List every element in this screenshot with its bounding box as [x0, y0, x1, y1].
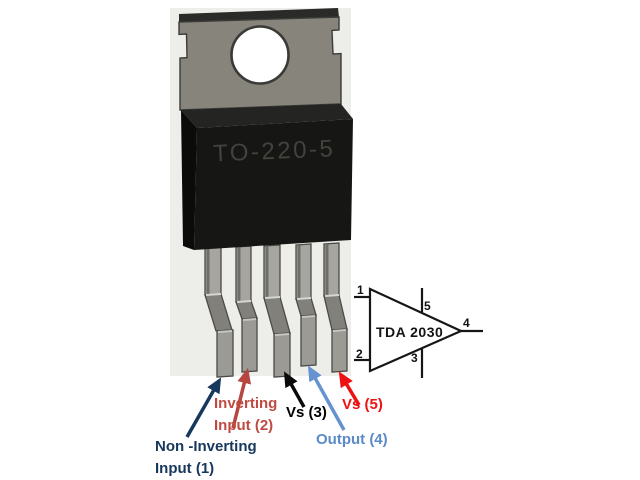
- label-pin3: Vs (3): [286, 404, 327, 421]
- label-pin5: Vs (5): [342, 396, 383, 413]
- opamp-triangle: [368, 287, 464, 373]
- opamp-symbol: [354, 287, 483, 378]
- mounting-hole: [230, 25, 290, 85]
- arrow-pin1: [185, 377, 222, 438]
- plastic-body: TO-220-5: [181, 104, 353, 250]
- opamp-pin5-number: 5: [424, 299, 431, 313]
- metal-tab: [178, 8, 342, 111]
- label-pin1-line2: Input (1): [155, 460, 215, 477]
- pin-5: [323, 242, 348, 373]
- callout-arrows: [185, 365, 361, 438]
- label-pin2-line2: Input (2): [214, 417, 274, 434]
- label-pin2-line1: Inverting: [214, 395, 278, 412]
- package-marking: TO-220-5: [213, 135, 336, 167]
- label-pin4: Output (4): [316, 431, 388, 448]
- arrow-pin4: [307, 365, 346, 431]
- pin-4: [295, 243, 317, 367]
- pin-1: [204, 245, 234, 378]
- opamp-device-name: TDA 2030: [376, 324, 443, 340]
- opamp-pin1-number: 1: [357, 283, 364, 297]
- opamp-pin2-number: 2: [356, 347, 363, 361]
- opamp-pin4-number: 4: [463, 316, 470, 330]
- opamp-pin3-number: 3: [411, 351, 418, 365]
- label-pin1-line1: Non -Inverting: [155, 438, 257, 455]
- arrow-pin5: [338, 371, 361, 406]
- opamp-texts: 1 2 5 3 4 TDA 2030: [356, 283, 470, 365]
- arrow-pin3: [283, 371, 306, 408]
- arrow-pin2: [231, 367, 252, 429]
